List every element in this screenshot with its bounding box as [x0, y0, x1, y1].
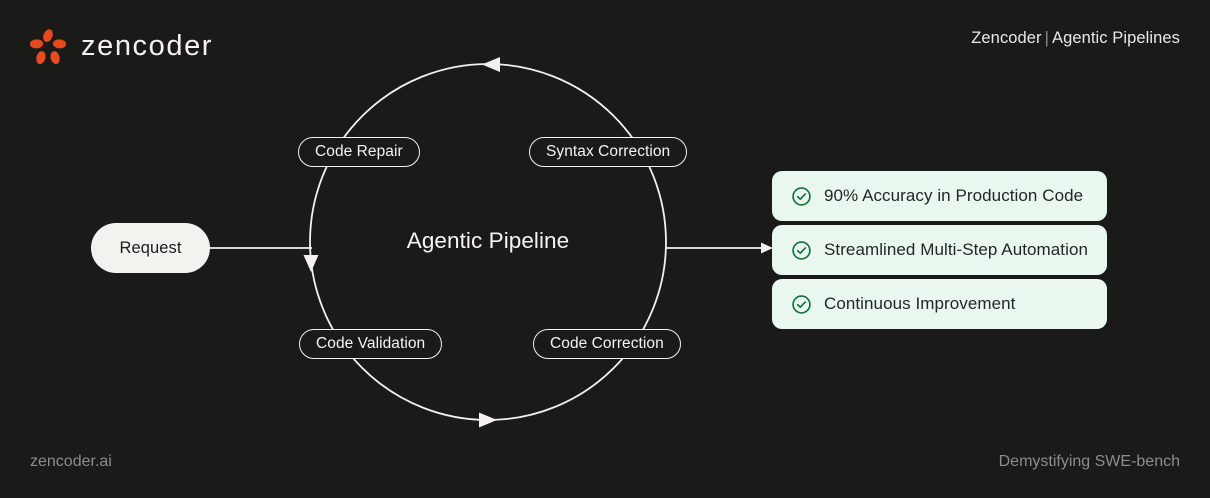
breadcrumb-primary: Zencoder	[971, 29, 1042, 47]
cycle-node-code-correction[interactable]: Code Correction	[533, 329, 681, 359]
outcome-card[interactable]: 90% Accuracy in Production Code	[772, 171, 1107, 221]
brand-wordmark: zencoder	[81, 29, 214, 62]
entry-node-request[interactable]: Request	[91, 223, 210, 273]
cycle-node-code-repair[interactable]: Code Repair	[298, 137, 420, 167]
footer-deck-title: Demystifying SWE-bench	[998, 453, 1180, 470]
cycle-node-label: Code Repair	[315, 143, 403, 160]
check-circle-icon	[791, 294, 812, 315]
cycle-node-label: Code Correction	[550, 335, 664, 352]
outcome-card[interactable]: Streamlined Multi-Step Automation	[772, 225, 1107, 275]
outcome-card-label: Streamlined Multi-Step Automation	[824, 240, 1088, 259]
cycle-node-code-validation[interactable]: Code Validation	[299, 329, 443, 359]
check-circle-icon	[791, 240, 812, 261]
check-circle-icon	[791, 186, 812, 207]
brand-lockup: zencoder	[28, 27, 213, 67]
entry-node-label: Request	[119, 238, 182, 257]
page-title: Agentic Pipeline	[406, 228, 570, 253]
breadcrumb-secondary: Agentic Pipelines	[1052, 29, 1180, 47]
outcome-card[interactable]: Continuous Improvement	[772, 279, 1107, 329]
breadcrumb-separator: |	[1044, 29, 1050, 47]
outcome-card-list: 90% Accuracy in Production Code Streamli…	[772, 171, 1107, 329]
outcome-card-label: Continuous Improvement	[824, 294, 1016, 313]
cycle-node-label: Syntax Correction	[546, 143, 671, 160]
outcome-card-label: 90% Accuracy in Production Code	[824, 186, 1084, 205]
footer-site-url: zencoder.ai	[30, 453, 112, 470]
cycle-node-label: Code Validation	[316, 335, 426, 352]
breadcrumb: Zencoder|Agentic Pipelines	[971, 29, 1180, 48]
zencoder-flower-logo-icon	[28, 27, 68, 67]
cycle-node-syntax-correction[interactable]: Syntax Correction	[529, 137, 688, 167]
